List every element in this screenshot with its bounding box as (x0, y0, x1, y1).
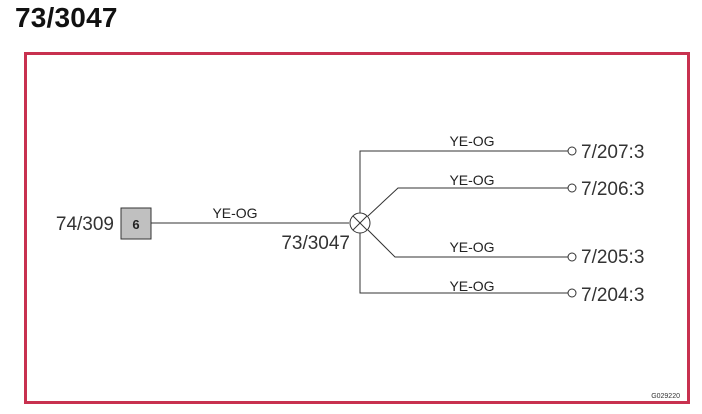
source-pin-label: 6 (132, 217, 139, 232)
page-title: 73/3047 (15, 2, 118, 33)
source-connector-label: 74/309 (56, 214, 114, 235)
diagram-frame (24, 52, 690, 404)
main-wire-color-label: YE-OG (212, 205, 257, 221)
branch-3-target-label: 7/205:3 (581, 247, 644, 268)
figure-code: G029220 (651, 393, 680, 400)
branch-2-target-label: 7/206:3 (581, 179, 644, 200)
branch-1-target-label: 7/207:3 (581, 142, 644, 163)
branch-1-wire-color-label: YE-OG (449, 133, 494, 149)
terminal-circle-icon (567, 183, 577, 193)
splice-crossed-circle-icon (349, 212, 371, 234)
branch-3-wire-color-label: YE-OG (449, 239, 494, 255)
branch-wire-3 (367, 229, 568, 258)
branch-2-wire-color-label: YE-OG (449, 172, 494, 188)
splice-label: 73/3047 (281, 233, 350, 254)
branch-wire-4 (359, 233, 568, 294)
branch-wire-2 (367, 187, 568, 217)
terminal-circle-icon (567, 252, 577, 262)
terminal-circle-icon (567, 146, 577, 156)
branch-4-wire-color-label: YE-OG (449, 278, 494, 294)
source-connector-box (120, 207, 152, 240)
terminal-circle-icon (567, 288, 577, 298)
branch-wire-1 (359, 150, 568, 213)
branch-4-target-label: 7/204:3 (581, 285, 644, 306)
